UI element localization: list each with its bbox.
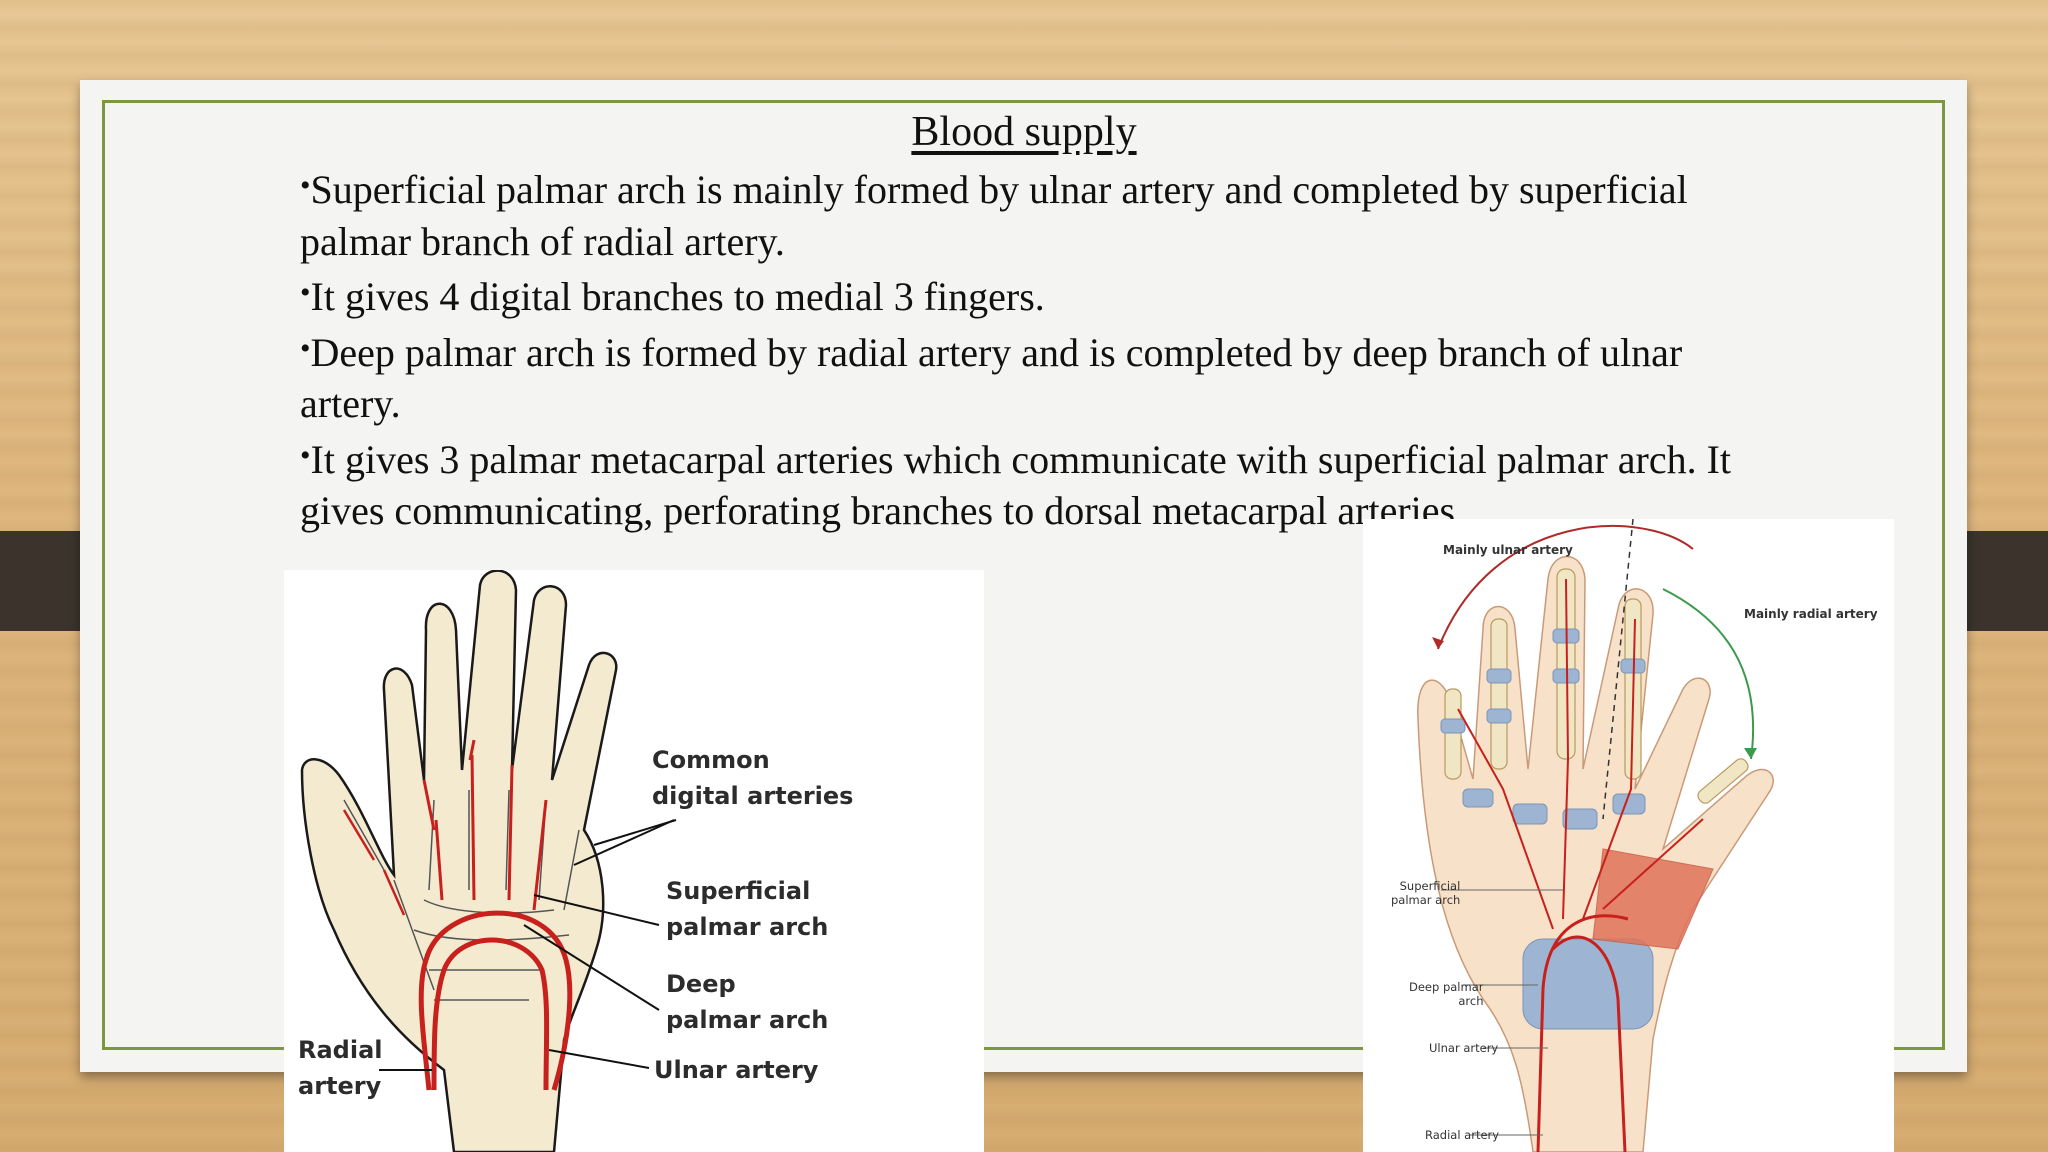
bullet-text: It gives 3 palmar metacarpal arteries wh… bbox=[300, 436, 1732, 534]
arrow-icon bbox=[1432, 637, 1444, 649]
bullet-item: •It gives 3 palmar metacarpal arteries w… bbox=[300, 430, 1760, 537]
label-mainly-ulnar: Mainly ulnar artery bbox=[1443, 543, 1573, 557]
bullet-marker: • bbox=[300, 331, 311, 365]
hand-anatomy-illustration: Mainly ulnar artery Mainly radial artery… bbox=[1363, 519, 1894, 1152]
bullet-text: It gives 4 digital branches to medial 3 … bbox=[310, 274, 1045, 319]
bullet-text: Superficial palmar arch is mainly formed… bbox=[300, 167, 1688, 264]
ulnar-territory-arc bbox=[1437, 524, 1694, 650]
main-arteries bbox=[1536, 914, 1629, 1152]
arrow-icon bbox=[1744, 748, 1757, 759]
bullet-item: •Superficial palmar arch is mainly forme… bbox=[300, 160, 1760, 267]
deep-arch-icon bbox=[431, 937, 550, 1091]
label-common-digital: Common digital arteries bbox=[652, 746, 854, 810]
slide-title: Blood supply bbox=[911, 109, 1137, 155]
hand-outline bbox=[300, 570, 618, 1152]
hand-line-drawing bbox=[300, 570, 677, 1152]
label-deep-arch: Deep palmar arch bbox=[666, 970, 829, 1034]
joint-cartilage bbox=[1440, 628, 1654, 1030]
label-superficial-arch: Superficial palmar arch bbox=[666, 877, 829, 941]
label-ulnar-artery: Ulnar artery bbox=[1429, 1041, 1499, 1055]
artery-drawing bbox=[342, 739, 573, 1091]
radial-territory-arc bbox=[1662, 588, 1755, 760]
label-mainly-radial: Mainly radial artery bbox=[1744, 607, 1878, 621]
hand-color-drawing bbox=[1417, 519, 1774, 1152]
hand-skin bbox=[1417, 555, 1774, 1152]
label-radial-artery: Radial artery bbox=[298, 1036, 383, 1100]
leader-lines bbox=[1441, 889, 1563, 1136]
bullet-list: •Superficial palmar arch is mainly forme… bbox=[300, 160, 1760, 537]
label-ulnar-artery: Ulnar artery bbox=[654, 1056, 819, 1084]
bullet-marker: • bbox=[300, 438, 311, 472]
slide-frame bbox=[102, 100, 1945, 1050]
bullet-item: •It gives 4 digital branches to medial 3… bbox=[300, 267, 1760, 323]
label-radial-artery: Radial artery bbox=[1425, 1128, 1500, 1142]
bullet-marker: • bbox=[300, 276, 311, 309]
artery-network bbox=[1457, 578, 1704, 1152]
thenar-muscle bbox=[1592, 848, 1714, 950]
superficial-arch-icon bbox=[418, 910, 573, 1091]
label-superficial-arch: Superficial palmar arch bbox=[1391, 879, 1461, 907]
bullet-item: •Deep palmar arch is formed by radial ar… bbox=[300, 323, 1760, 430]
bullet-text: Deep palmar arch is formed by radial art… bbox=[300, 329, 1683, 427]
bullet-marker: • bbox=[300, 169, 311, 202]
hand-arches-diagram: Common digital arteries Superficial palm… bbox=[284, 570, 984, 1152]
leader-lines bbox=[379, 819, 677, 1071]
label-deep-arch: Deep palmar arch bbox=[1409, 980, 1484, 1008]
